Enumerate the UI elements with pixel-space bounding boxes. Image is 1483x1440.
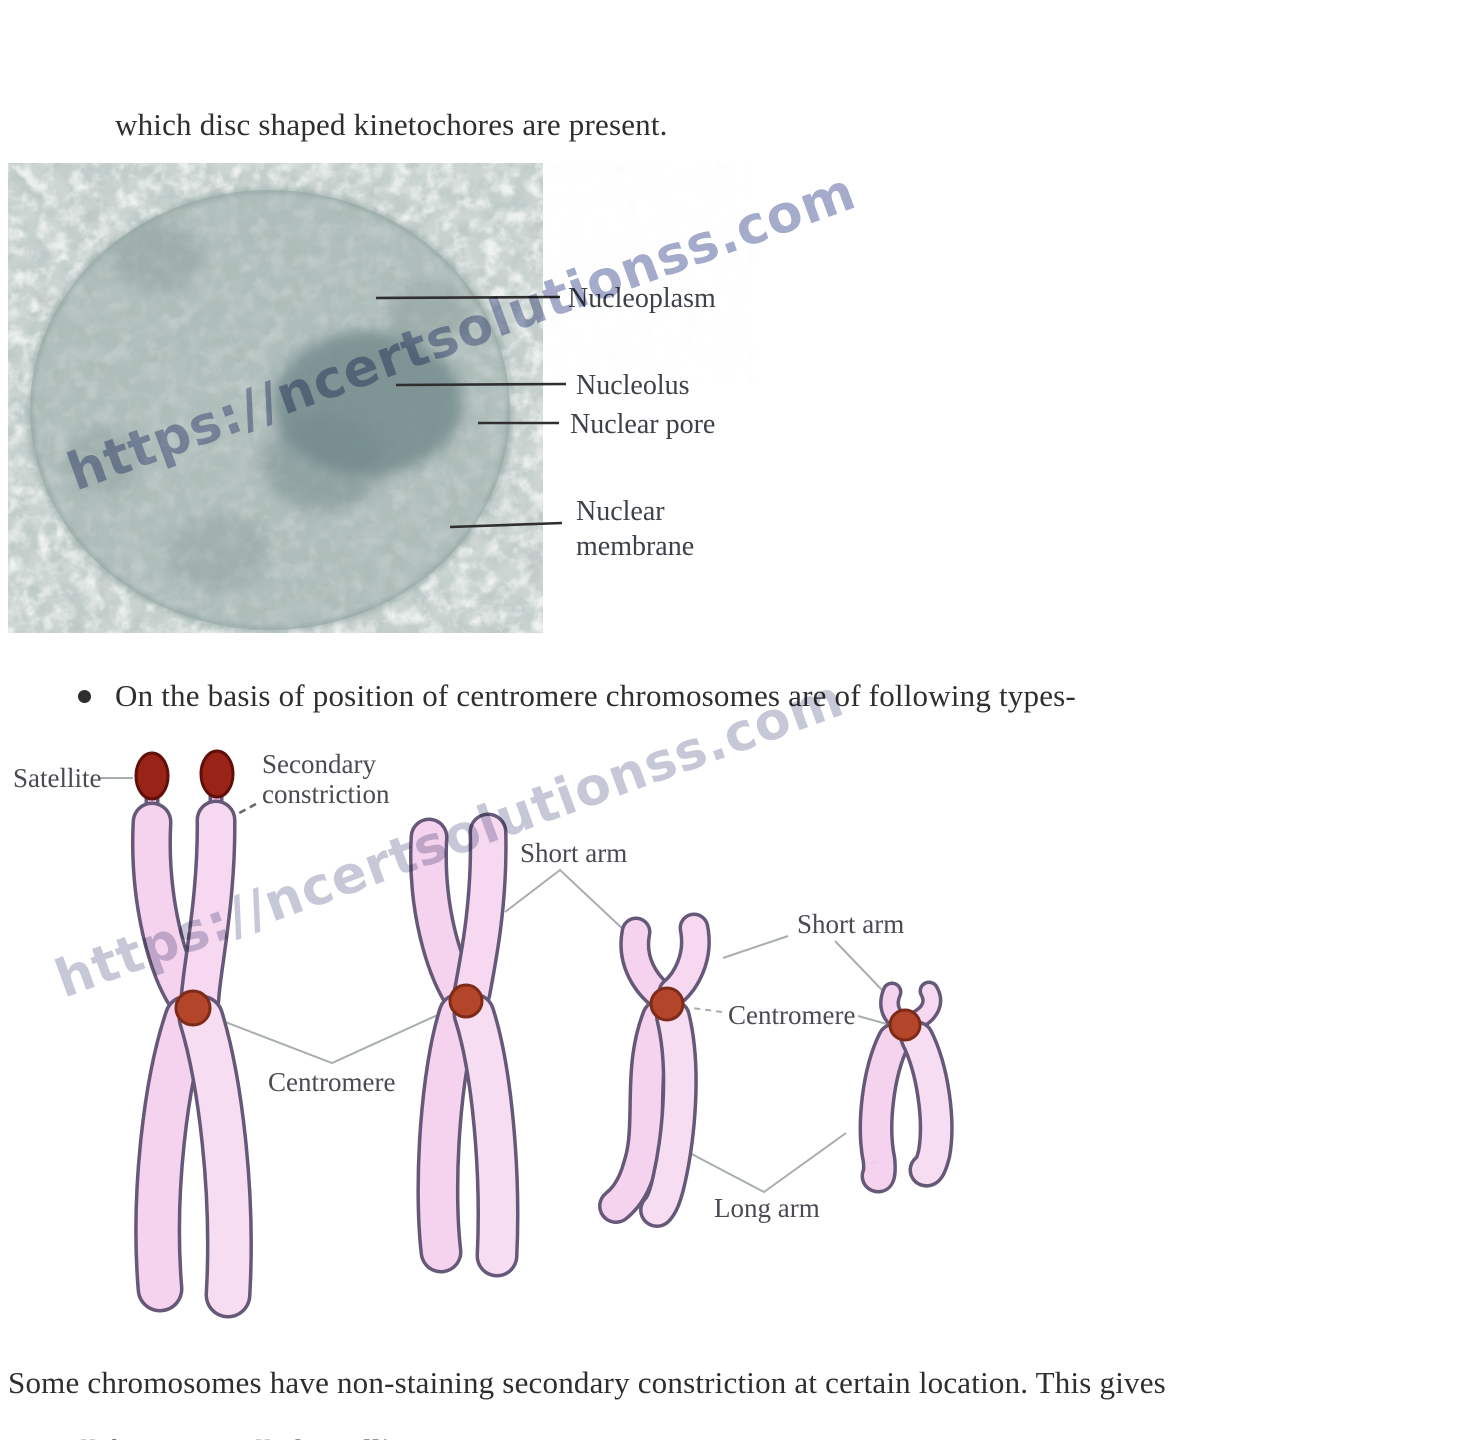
closing-paragraph: Some chromosomes have non-staining secon… [8,1349,1468,1440]
bullet-text: On the basis of position of centromere c… [115,678,1076,713]
nucleus-micrograph-figure: Nucleoplasm Nucleolus Nuclear pore Nucle… [8,163,753,633]
closing-line-2-prefix: a small fragment called [8,1433,311,1440]
label-nucleolus: Nucleolus [576,370,690,401]
label-nuclear-membrane-1: Nuclear [576,496,665,527]
chromosome-submetacentric [598,912,711,1228]
centromere-4 [888,1008,922,1042]
label-long-arm: Long arm [714,1193,820,1223]
label-satellite: Satellite [13,763,101,793]
label-centromere-right: Centromere [728,1000,855,1030]
chromosome-types-svg: Satellite Secondary constriction Short a… [13,749,954,1319]
chromosome-satellited [131,749,253,1319]
chromosome-types-figure: Satellite Secondary constriction Short a… [0,740,1050,1320]
label-nuclear-membrane-2: membrane [576,531,694,562]
label-nucleoplasm: Nucleoplasm [568,283,716,314]
bullet-dot [78,689,91,703]
label-short-arm-2: Short arm [797,909,904,939]
centromere-3 [649,986,685,1022]
nuclear-membrane-boundary [28,188,512,632]
bullet-item: On the basis of position of centromere c… [78,678,1076,714]
micrograph-texture [8,163,543,633]
satellite-knob-left [134,751,170,801]
centromere-1 [174,989,212,1027]
nucleus-leader-lines [375,295,567,529]
heading-text: which disc shaped kinetochores are prese… [115,107,668,142]
chromosome-telocentric [858,980,954,1194]
label-centromere-left: Centromere [268,1067,395,1097]
satellite-knob-right [199,749,235,799]
chromosome-metacentric [408,812,520,1278]
chromosome-leader-lines [100,777,895,1194]
label-secondary-constriction-2: constriction [262,779,390,809]
label-short-arm-1: Short arm [520,838,627,868]
centromere-2 [448,983,484,1019]
closing-line-1: Some chromosomes have non-staining secon… [8,1365,1166,1400]
label-nuclear-pore: Nuclear pore [570,409,715,440]
nucleus-micrograph-svg: Nucleoplasm Nucleolus Nuclear pore Nucle… [8,163,753,633]
closing-bold-satellite: satellite [311,1433,414,1440]
label-secondary-constriction-1: Secondary [262,749,376,779]
closing-line-2-suffix: . [414,1433,422,1440]
